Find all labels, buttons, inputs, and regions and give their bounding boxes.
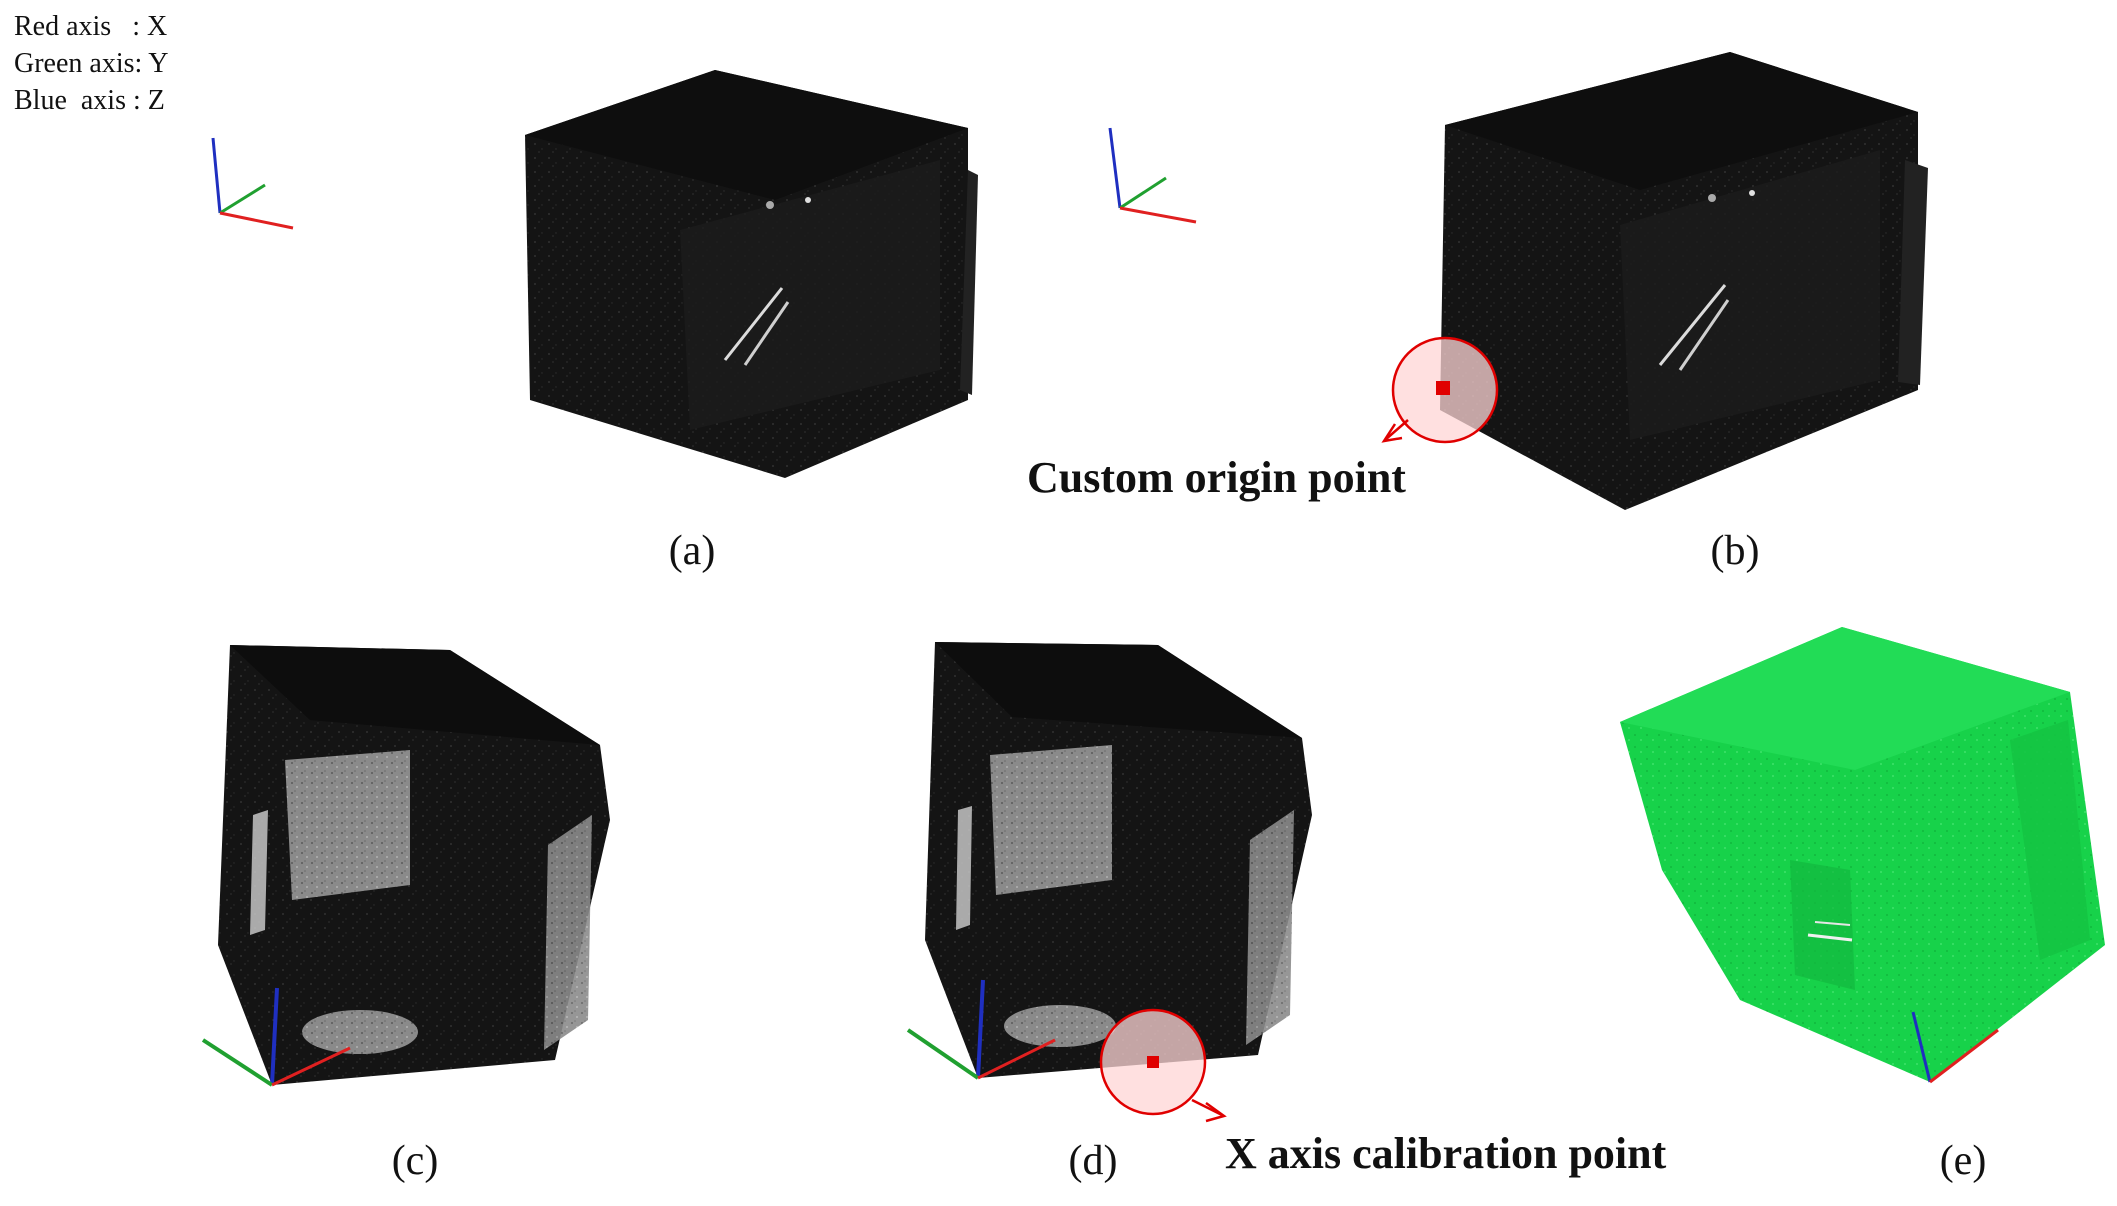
- origin-marker: [1381, 336, 1499, 444]
- x-calibration-label: X axis calibration point: [1225, 1129, 1667, 1178]
- x-axis-line: [219, 211, 294, 230]
- origin-label: Custom origin point: [1027, 453, 1406, 502]
- legend-y-line: Green axis: Y: [14, 48, 169, 79]
- axes-triad-d: [906, 979, 1056, 1080]
- caption-a: (a): [668, 528, 716, 574]
- x-axis-line: [1119, 206, 1197, 224]
- z-axis-line: [1911, 1011, 1932, 1083]
- axes-triad-b: [1108, 127, 1197, 224]
- calibration-point: [1147, 1056, 1159, 1068]
- axes-triad-a: [211, 137, 294, 230]
- z-axis-line: [1108, 127, 1122, 209]
- origin-point: [1436, 381, 1450, 395]
- x-axis-line: [977, 1038, 1056, 1080]
- point-cloud-c: [218, 645, 610, 1085]
- point-cloud-a: [525, 70, 978, 478]
- point-cloud-e: [1620, 627, 2105, 1082]
- legend-x-line: Red axis : X: [14, 11, 168, 42]
- point-cloud-b: [1440, 52, 1928, 510]
- caption-e: (e): [1939, 1138, 1987, 1184]
- origin-arrow: [1384, 419, 1409, 441]
- y-axis-line: [1119, 176, 1167, 210]
- x-axis-line: [271, 1046, 351, 1087]
- caption-c: (c): [391, 1138, 439, 1184]
- y-axis-line: [201, 1038, 274, 1087]
- axes-triad-e: [1911, 1011, 1999, 1084]
- x-calibration-marker: [1099, 1008, 1227, 1123]
- y-axis-line: [219, 183, 266, 215]
- z-axis-line: [976, 979, 985, 1079]
- legend-z-line: Blue axis : Z: [14, 85, 165, 116]
- y-axis-line: [906, 1028, 980, 1080]
- x-axis-line: [1929, 1028, 1999, 1084]
- axis-legend: Red axis : X Green axis: Y Blue axis : Z: [14, 8, 168, 119]
- caption-b: (b): [1710, 528, 1760, 574]
- z-axis-line: [270, 987, 279, 1086]
- z-axis-line: [211, 137, 222, 214]
- point-cloud-d: [925, 642, 1312, 1078]
- calibration-arrow: [1191, 1098, 1223, 1117]
- caption-d: (d): [1068, 1138, 1118, 1184]
- axes-triad-c: [201, 987, 351, 1087]
